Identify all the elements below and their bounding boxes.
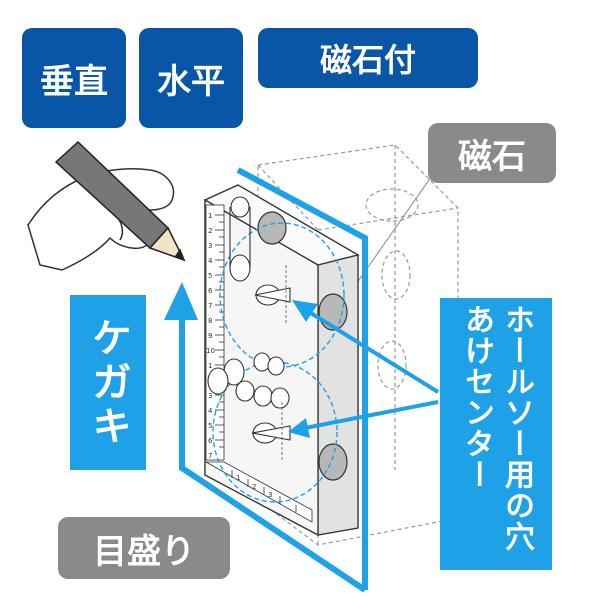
ruler-tick-label: 4: [208, 257, 213, 265]
magnet-attached-badge: 磁石付: [258, 28, 478, 88]
ruler-tick-label: 1: [208, 212, 212, 220]
magnet-leader-line: [344, 169, 437, 301]
drill-holes: [207, 196, 291, 444]
ruler-tick-label: 4: [208, 407, 213, 415]
horizontal-badge: 水平: [139, 28, 243, 128]
plane-frame: [179, 167, 368, 593]
center-crosshairs: [281, 265, 287, 462]
marking-badge: ケガキ: [70, 295, 146, 470]
ruler-tick-label: 5: [208, 422, 212, 430]
scale-badge: 目盛り: [58, 517, 230, 579]
ruler-tick-label: 5: [208, 272, 212, 280]
bottom-tick-label: 3: [268, 491, 272, 499]
ruler-tick-label: 8: [208, 317, 212, 325]
ruler-tick-label: 7: [208, 452, 212, 460]
ruler-tick-label: 1: [208, 362, 212, 370]
ruler-tick-label: 3: [208, 392, 212, 400]
ruler-tick-label: 10: [206, 347, 215, 355]
ruler-tick-label: 3: [208, 242, 212, 250]
ruler-tick-label: 2: [208, 227, 212, 235]
ruler-tick-label: 6: [208, 437, 213, 445]
ruler-scale: 1 2 3 4 5 6 7 8 9 10 1 2 3 4 5 6 7 1 2: [204, 204, 313, 523]
bottom-tick-label: 2: [252, 483, 256, 491]
bottom-tick-label: 1: [236, 474, 240, 482]
vertical-badge: 垂直: [22, 28, 126, 128]
plane-frame-arrowhead: [164, 282, 198, 320]
ruler-tick-label: 7: [208, 302, 212, 310]
holesaw-pointer-arrows: [288, 300, 440, 438]
magnet-badge: 磁石: [428, 123, 556, 183]
ruler-tick-label: 9: [208, 332, 212, 340]
pencil-icon: [54, 140, 186, 262]
holesaw-center-badge: ホールソー用の穴あけセンター: [440, 298, 552, 570]
ruler-tick-label: 6: [208, 287, 213, 295]
